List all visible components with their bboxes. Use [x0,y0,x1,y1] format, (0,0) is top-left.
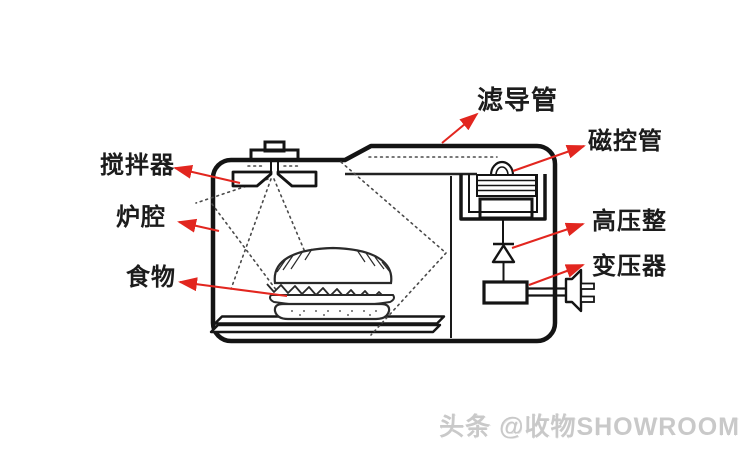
diode-symbol [491,219,516,282]
label-stirrer: 搅拌器 [100,152,175,179]
watermark-text: 头条 @收物SHOWROOM [439,413,740,441]
arrow-waveguide [441,112,479,144]
label-cavity: 炉腔 [116,204,166,231]
plug-prong [580,295,595,303]
arrow-magnetron [512,145,586,172]
arrow-stirrer [173,165,241,184]
stirrer-assembly [231,140,318,188]
label-rectifier: 高压整 [592,208,667,235]
power-plug [564,268,595,313]
arrow-cavity [177,218,220,233]
label-magnetron: 磁控管 [588,128,663,155]
burger-illustration [266,246,395,321]
label-transformer: 变压器 [592,253,667,280]
plug-prong [580,282,595,290]
bottom-bun [273,302,391,321]
bun-hatching [276,248,391,273]
bun-stipple [291,310,377,316]
label-arrows [173,112,586,297]
stirrer-blade-left [231,170,273,188]
arrow-food [178,277,288,297]
label-food: 食物 [126,264,176,291]
transformer-box [482,280,529,305]
stirrer-blade-right [276,170,318,188]
arrow-transformer [528,264,585,286]
arrow-rectifier [511,222,585,249]
lettuce-layer [266,283,386,300]
magnetron-drawing [459,160,547,221]
power-cord [527,287,566,297]
oven-body-outline [210,143,558,344]
label-waveguide: 滤导管 [477,85,559,115]
magnetron-antenna-loop [489,160,515,176]
